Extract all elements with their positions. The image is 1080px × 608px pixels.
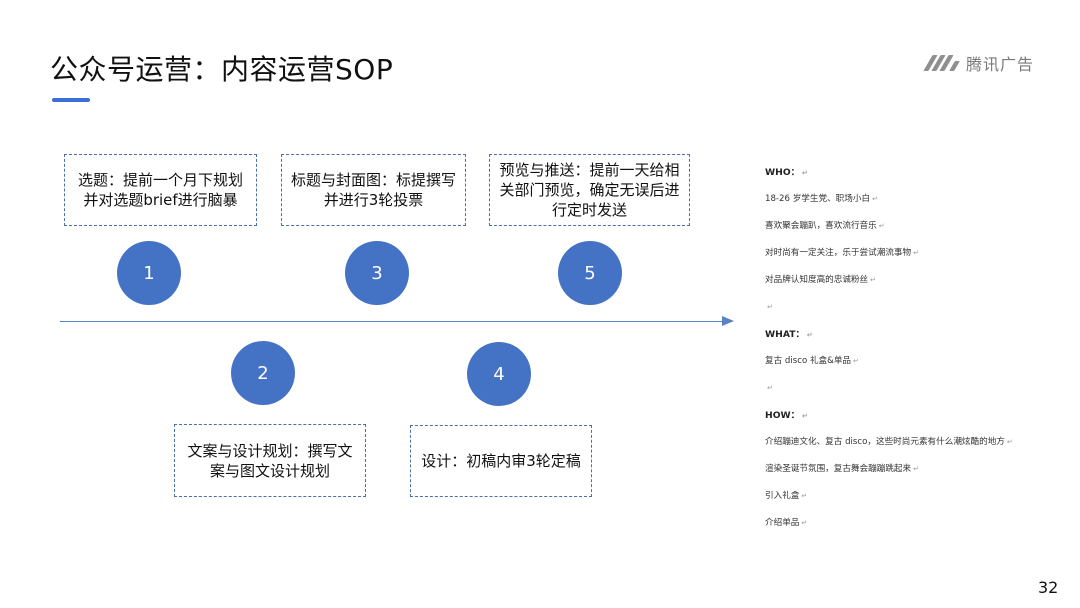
who-heading: WHO：↵: [765, 167, 808, 178]
who-line-2: 喜欢聚会蹦趴，喜欢流行音乐↵: [765, 221, 885, 231]
timeline-line: [60, 321, 724, 322]
what-line-1: 复古 disco 礼盒&单品↵: [765, 356, 859, 366]
step-5-circle: 5: [558, 241, 622, 305]
who-line-3: 对时尚有一定关注，乐于尝试潮流事物↵: [765, 248, 919, 258]
step-5-box: 预览与推送：提前一天给相关部门预览，确定无误后进行定时发送: [489, 154, 690, 226]
timeline-arrow-icon: [722, 316, 734, 326]
blank-line-2: ↵: [767, 384, 773, 392]
step-2-circle: 2: [231, 341, 295, 405]
step-4-circle: 4: [467, 342, 531, 406]
who-line-4: 对品牌认知度高的忠诚粉丝↵: [765, 275, 877, 285]
how-line-2: 渲染圣诞节氛围，复古舞会蹦蹦跳起来↵: [765, 464, 919, 474]
step-4-box: 设计：初稿内审3轮定稿: [410, 425, 592, 497]
page-title: 公众号运营：内容运营SOP: [50, 53, 394, 86]
blank-line-1: ↵: [767, 303, 773, 311]
what-heading: WHAT：↵: [765, 329, 813, 340]
step-3-circle: 3: [345, 241, 409, 305]
tencent-ads-logo-icon: [923, 54, 960, 72]
step-1-box: 选题：提前一个月下规划并对选题brief进行脑暴: [64, 154, 257, 226]
how-heading: HOW：↵: [765, 410, 808, 421]
how-line-3: 引入礼盒↵: [765, 491, 808, 501]
brand-logo: 腾讯广告: [923, 52, 1035, 74]
who-line-1: 18-26 岁学生党、职场小白↵: [765, 194, 878, 204]
step-2-box: 文案与设计规划：撰写文案与图文设计规划: [174, 424, 366, 497]
title-underline: [52, 98, 90, 102]
page-number: 32: [1038, 578, 1059, 597]
how-line-1: 介绍蹦迪文化、复古 disco，这些时尚元素有什么潮炫酷的地方↵: [765, 437, 1013, 447]
step-3-box: 标题与封面图：标提撰写并进行3轮投票: [281, 154, 466, 226]
how-line-4: 介绍单品↵: [765, 518, 808, 528]
step-1-circle: 1: [117, 241, 181, 305]
brand-name: 腾讯广告: [966, 55, 1035, 74]
